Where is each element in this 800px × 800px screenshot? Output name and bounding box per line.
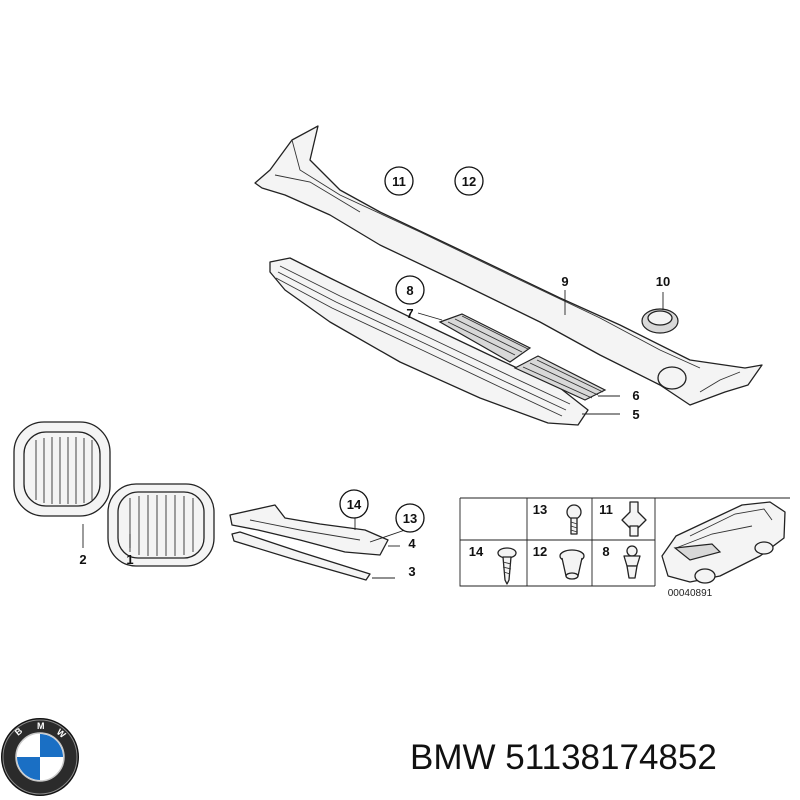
hardware-legend: 13 11 14 12 8: [459, 497, 790, 599]
bmw-logo: B M W: [1, 718, 79, 796]
callout-3: 3: [408, 564, 415, 579]
filter-part-7: [438, 313, 532, 363]
callout-14: 14: [339, 489, 369, 519]
callout-11: 11: [384, 166, 414, 196]
svg-text:1: 1: [126, 552, 133, 567]
callout-9: 9: [561, 274, 568, 289]
legend-item-14: 14: [469, 544, 517, 585]
svg-text:10: 10: [656, 274, 670, 289]
legend-item-11: 11: [599, 501, 647, 537]
callout-10: 10: [656, 274, 670, 289]
legend-item-8: 8: [602, 544, 641, 579]
svg-text:8: 8: [406, 283, 413, 298]
svg-text:3: 3: [408, 564, 415, 579]
svg-text:12: 12: [533, 544, 547, 559]
callout-1: 1: [126, 552, 133, 567]
svg-text:5: 5: [632, 407, 639, 422]
callout-5: 5: [632, 407, 639, 422]
svg-text:2: 2: [79, 552, 86, 567]
svg-text:B: B: [13, 725, 25, 737]
brand-name: BMW: [410, 738, 496, 777]
svg-text:11: 11: [599, 502, 613, 517]
legend-item-13: 13: [533, 502, 582, 535]
callout-7: 7: [406, 306, 413, 321]
part-number-caption: BMW 51138174852: [410, 738, 717, 778]
kidney-grille-left-part-2: [13, 421, 111, 517]
grommet-part-10: [641, 308, 679, 334]
part-number: 51138174852: [505, 738, 717, 777]
filter-part-6: [513, 355, 607, 401]
callout-12: 12: [454, 166, 484, 196]
svg-text:9: 9: [561, 274, 568, 289]
cowl-panel-part-9: [254, 125, 763, 406]
svg-text:8: 8: [602, 544, 609, 559]
callout-2: 2: [79, 552, 86, 567]
callout-13: 13: [395, 503, 425, 533]
trim-strip-part-3: [231, 531, 371, 581]
svg-text:6: 6: [632, 388, 639, 403]
svg-text:13: 13: [533, 502, 547, 517]
cover-strip-part-5: [269, 257, 589, 426]
svg-text:12: 12: [462, 174, 476, 189]
callout-6: 6: [632, 388, 639, 403]
car-thumbnail: [661, 501, 786, 584]
svg-text:4: 4: [408, 536, 416, 551]
svg-text:11: 11: [392, 174, 406, 189]
svg-text:14: 14: [347, 497, 362, 512]
svg-text:14: 14: [469, 544, 484, 559]
bracket-part-4: [229, 504, 389, 556]
legend-item-12: 12: [533, 544, 585, 580]
svg-text:13: 13: [403, 511, 417, 526]
kidney-grille-right-part-1: [107, 483, 215, 567]
drawing-code: 00040891: [668, 588, 713, 599]
svg-text:7: 7: [406, 306, 413, 321]
callout-4: 4: [408, 536, 416, 551]
leader-lines: [82, 290, 664, 579]
svg-text:M: M: [37, 721, 45, 731]
callout-8: 8: [395, 275, 425, 305]
